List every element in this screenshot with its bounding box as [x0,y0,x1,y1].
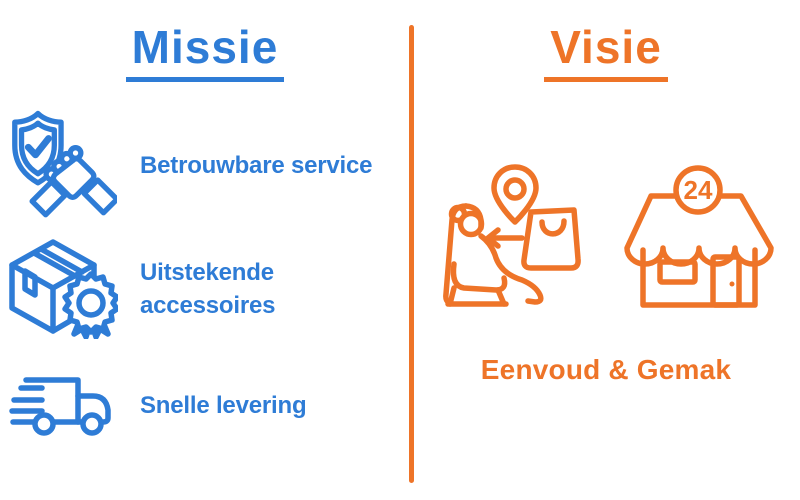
relaxing-customer-receiving-delivery-icon [443,164,581,307]
mission-title-text: Missie [125,20,285,82]
mission-item-2-label: Uitstekende accessoires [140,258,276,319]
store-badge-label: 24 [684,175,713,205]
mission-item-accessories: Uitstekende accessoires [6,238,390,340]
mission-item-fast-delivery: Snelle levering [6,358,307,454]
vision-title: Visie [412,20,800,82]
mission-item-3-label: Snelle levering [140,392,307,420]
mission-title: Missie [0,20,410,82]
mission-item-2-icon-box [6,239,120,339]
divider [409,25,414,483]
shield-check-handshake-icon [12,110,117,218]
mission-item-reliable-service: Betrouwbare service [6,104,373,228]
mission-item-1-icon-box [6,110,120,222]
store-open-24h-icon: 24 [624,165,774,308]
package-award-ribbon-icon [9,239,118,339]
mission-item-3-icon-box [6,376,120,436]
vision-caption: Eenvoud & Gemak [480,354,732,385]
store-badge-circle [673,165,723,215]
mission-item-1-label: Betrouwbare service [140,152,373,180]
fast-delivery-truck-icon [9,377,111,436]
vision-title-text: Visie [544,20,668,82]
